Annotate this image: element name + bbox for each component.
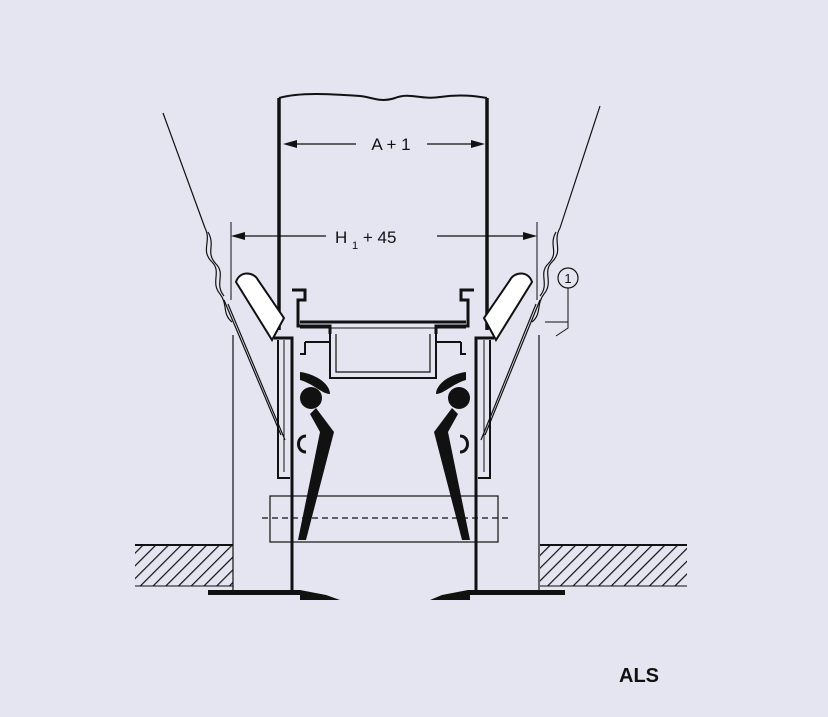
svg-text:H 1 + 45: H 1 + 45 — [335, 228, 396, 253]
bottom-flanges — [208, 590, 565, 600]
dimension-h1: H 1 + 45 — [230, 222, 538, 300]
frame-profiles — [274, 288, 494, 548]
dimension-h1-suffix: + 45 — [363, 228, 397, 247]
dimension-h1-subscript: 1 — [352, 240, 358, 252]
product-code: ALS — [619, 665, 659, 687]
dimension-a-label: A + 1 — [371, 135, 410, 154]
ceiling-right — [540, 544, 687, 587]
flange-wedges — [234, 272, 534, 342]
core-box — [262, 495, 510, 543]
callout-1: 1 — [545, 267, 579, 337]
spring-latches — [298, 372, 470, 540]
vertical-pins — [290, 480, 478, 590]
callout-1-label: 1 — [564, 271, 571, 286]
dimension-a: A + 1 — [283, 135, 485, 154]
ceiling-left — [135, 544, 233, 587]
dimension-h1-symbol: H — [335, 228, 347, 247]
duct-walls — [277, 93, 489, 330]
suspension-wires — [162, 105, 601, 441]
